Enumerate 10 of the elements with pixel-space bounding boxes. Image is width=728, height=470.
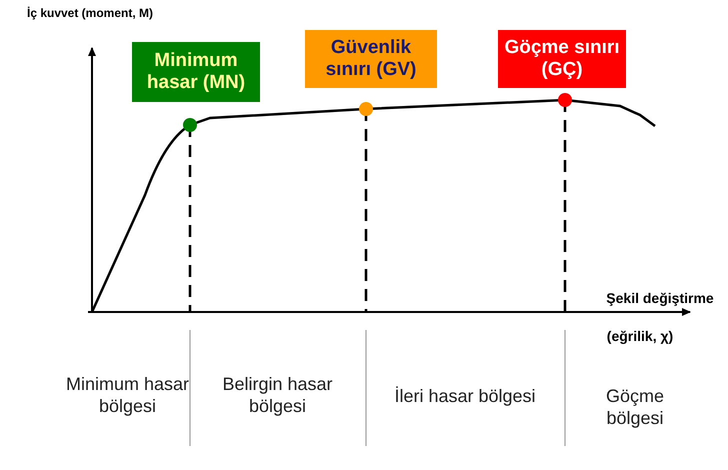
limit-state-tag: Minimum hasar (MN) [132,42,260,102]
region-label: İleri hasar bölgesi [393,386,537,408]
axis-title: Şekil değiştirme [605,290,715,307]
limit-state-tag: Güvenlik sınırı (GV) [305,30,437,88]
region-label: Göçme bölgesi [604,386,666,430]
region-label: Belirgin hasar bölgesi [221,374,334,418]
limit-state-tag: Göçme sınırı (GÇ) [498,30,626,88]
axis-title: İç kuvvet (moment, M) [26,6,154,20]
region-label: Minimum hasar bölgesi [64,374,190,418]
axis-title: (eğrilik, χ) [606,328,674,345]
